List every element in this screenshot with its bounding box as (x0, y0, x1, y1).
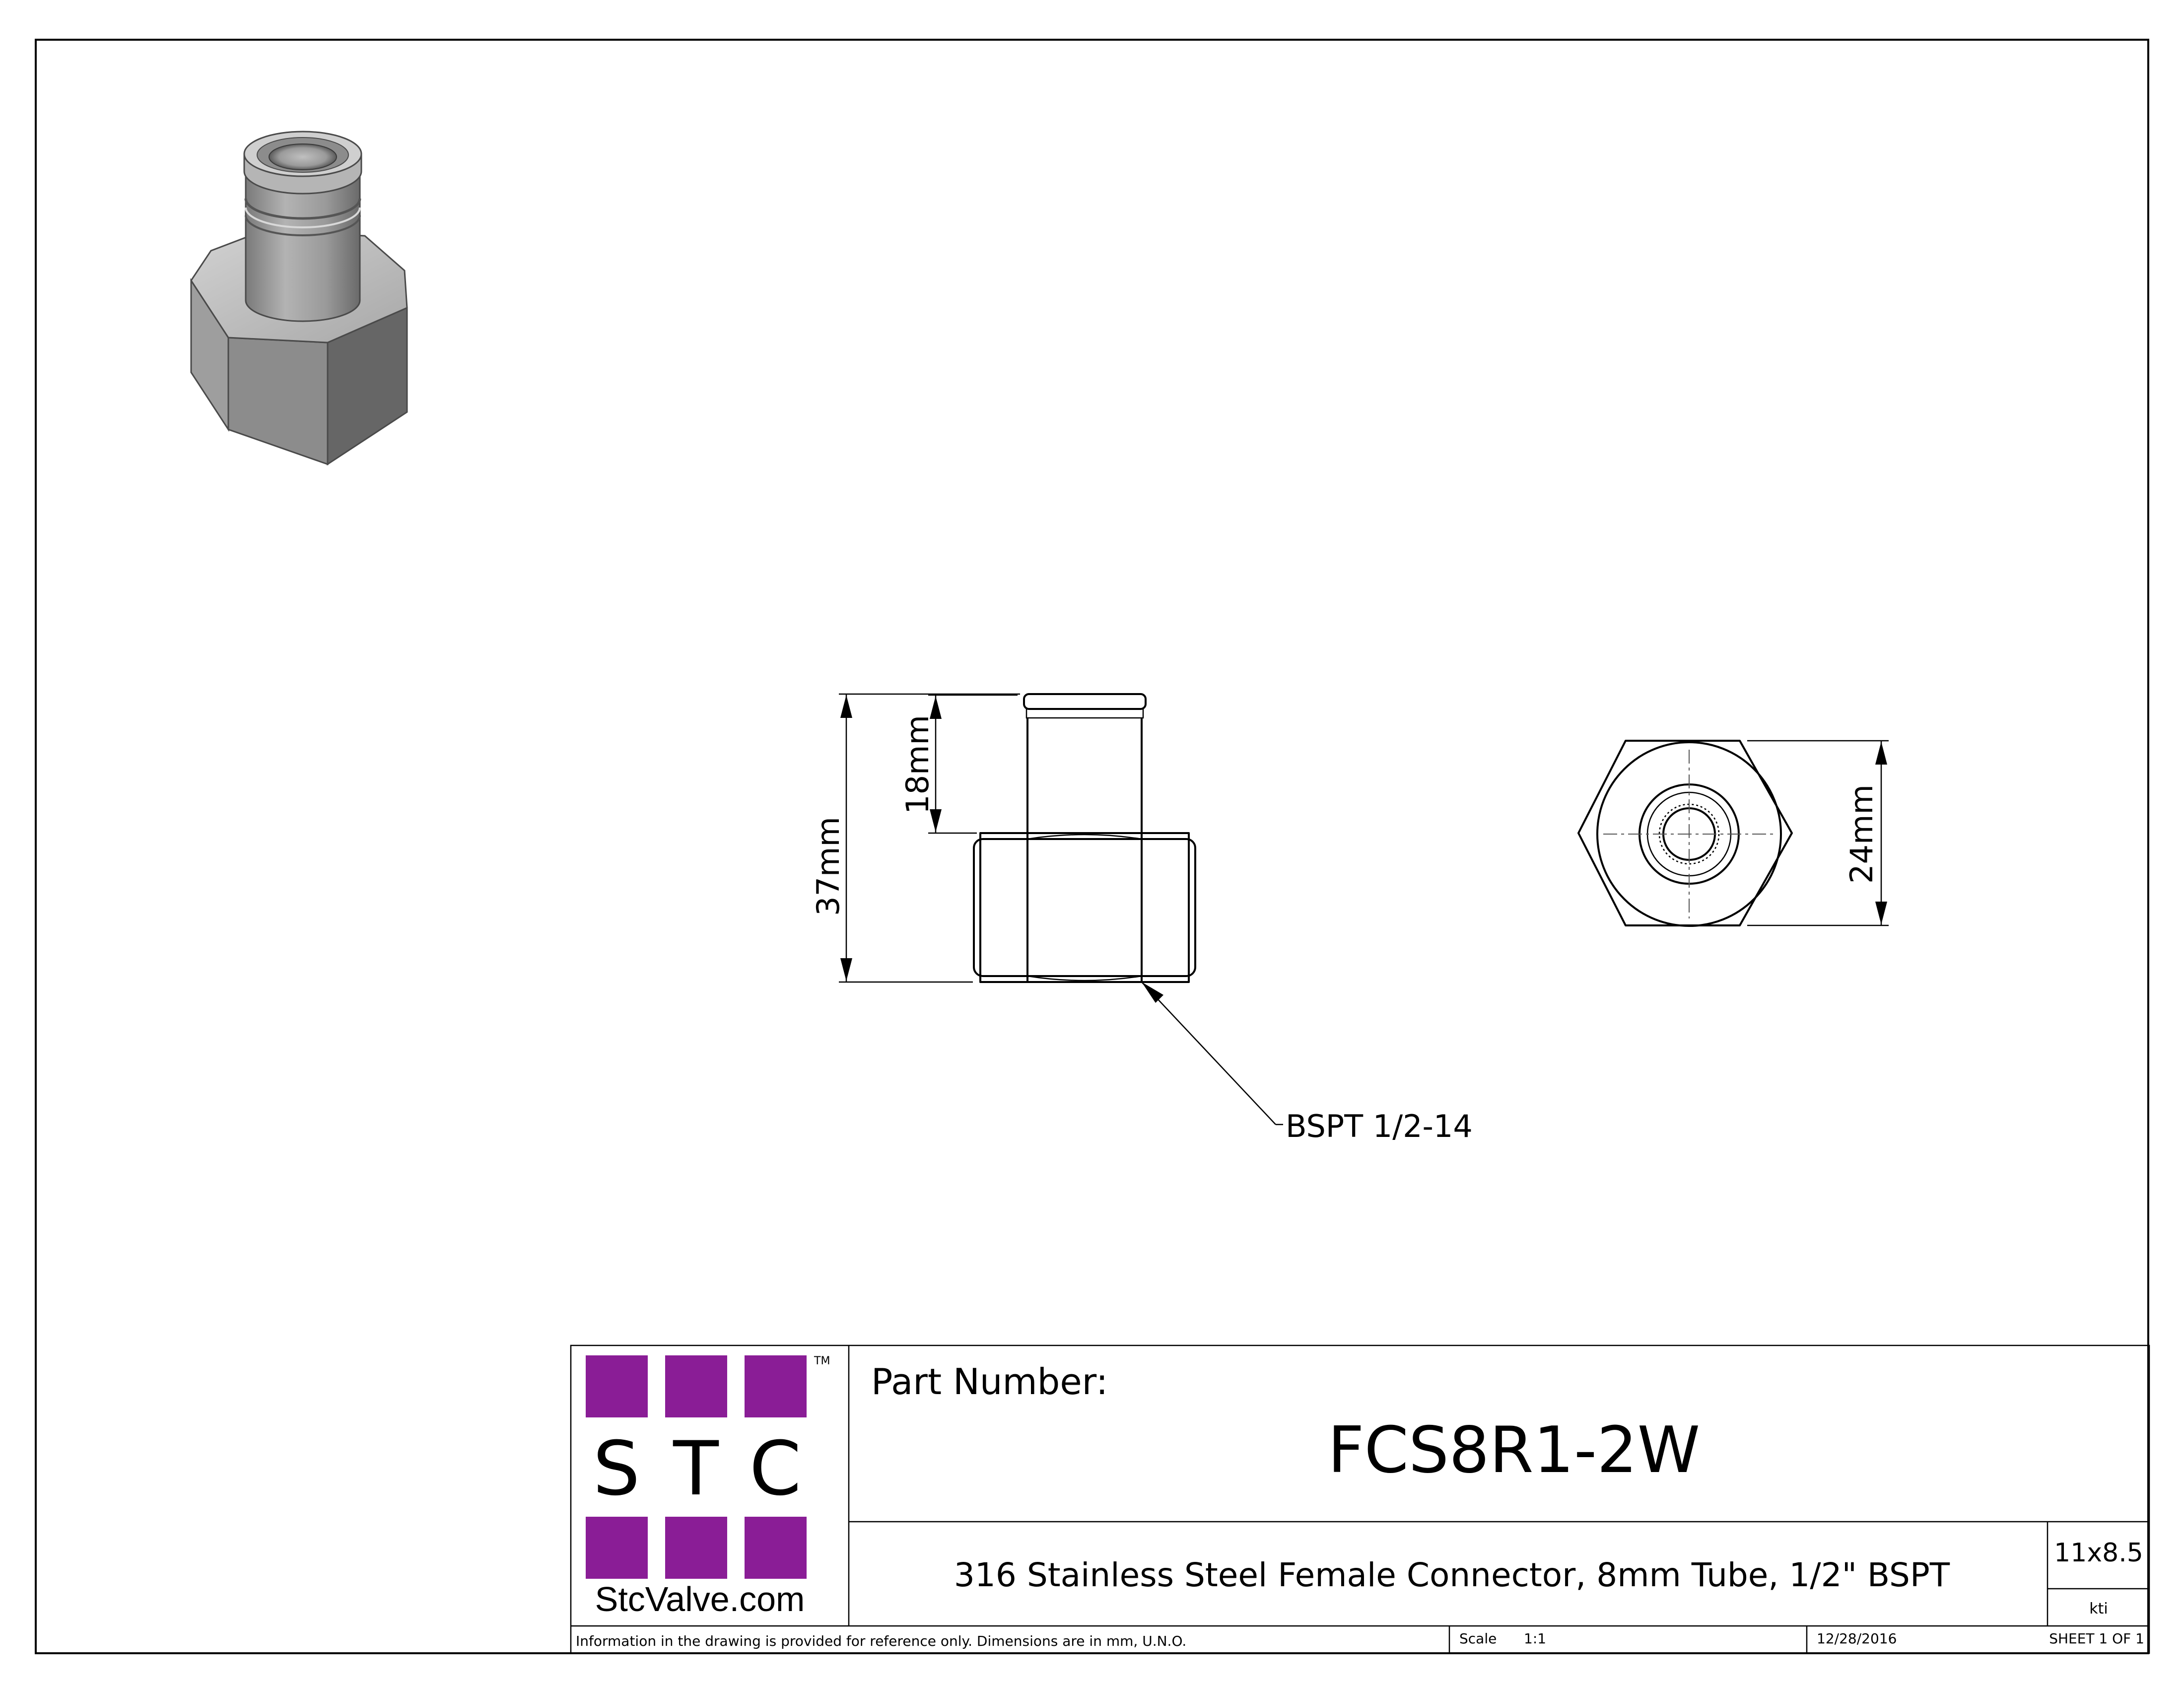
reference-note: Information in the drawing is provided f… (576, 1633, 1186, 1649)
front-view (973, 693, 1196, 983)
hex-flats-label: 24mm (1843, 784, 1880, 884)
trademark-mark: TM (814, 1355, 830, 1367)
logo-square (745, 1517, 807, 1579)
scale-label: Scale (1459, 1630, 1497, 1647)
logo-square (586, 1355, 648, 1417)
tube-length-label: 18mm (899, 715, 936, 814)
part-description: 316 Stainless Steel Female Connector, 8m… (954, 1556, 1950, 1594)
sheet-size: 11x8.5 (2054, 1538, 2143, 1568)
logo-square (745, 1355, 807, 1417)
part-number: FCS8R1-2W (1328, 1413, 1700, 1487)
logo-letter-c: C (750, 1426, 802, 1512)
dimension-tube-length (928, 694, 1018, 834)
dimension-hex-flats (1747, 740, 1889, 926)
thread-callout: BSPT 1/2-14 (1286, 1108, 1473, 1144)
scale-value: 1:1 (1524, 1630, 1546, 1647)
sheet-number: SHEET 1 OF 1 (2049, 1630, 2144, 1647)
logo-square (586, 1517, 648, 1579)
drawing-date: 12/28/2016 (1817, 1630, 1897, 1647)
dimension-overall-length (839, 693, 1020, 983)
logo-square (665, 1355, 727, 1417)
isometric-view (190, 131, 408, 466)
drawn-by: kti (2089, 1600, 2108, 1618)
end-view (1577, 740, 1793, 927)
logo-letter-s: S (593, 1426, 640, 1512)
logo-letter-t: T (673, 1426, 719, 1512)
part-number-label: Part Number: (871, 1361, 1108, 1403)
thread-leader (1141, 982, 1283, 1125)
title-block (570, 1344, 2150, 1654)
overall-length-label: 37mm (810, 817, 846, 916)
stc-logo: S T C TM StcValve.com (586, 1355, 830, 1618)
logo-square (665, 1517, 727, 1579)
website-label: StcValve.com (595, 1580, 805, 1618)
